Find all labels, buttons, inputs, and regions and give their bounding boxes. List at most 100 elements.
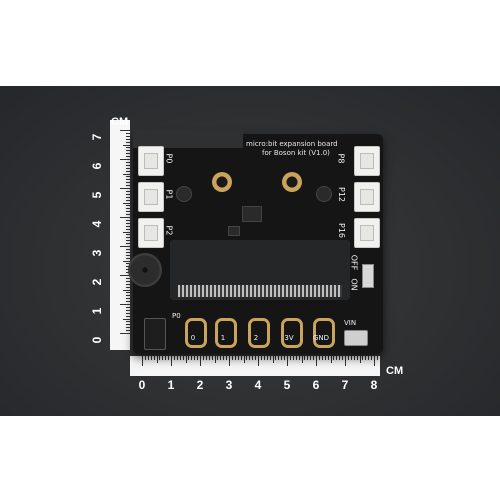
ruler-tick <box>126 225 130 227</box>
vertical-ruler-label: 4 <box>90 220 104 228</box>
ruler-tick <box>339 356 341 360</box>
ruler-tick <box>191 356 193 360</box>
ruler-tick <box>126 170 130 172</box>
ruler-tick <box>126 327 130 329</box>
ruler-tick <box>223 356 225 360</box>
ruler-tick <box>126 257 130 259</box>
ruler-tick <box>156 356 158 363</box>
ruler-tick <box>126 301 130 303</box>
ruler-tick <box>188 356 190 360</box>
ruler-tick <box>295 356 297 360</box>
ruler-tick <box>321 356 323 360</box>
ruler-tick <box>126 228 130 230</box>
horizontal-ruler-label: 3 <box>225 378 233 392</box>
vertical-ruler-label: 5 <box>90 191 104 199</box>
vertical-ruler-unit: CM <box>111 116 129 128</box>
ruler-tick <box>123 318 130 320</box>
ruler-tick <box>260 356 262 360</box>
ruler-tick <box>144 356 146 360</box>
ruler-tick <box>327 356 329 360</box>
ruler-tick <box>217 356 219 360</box>
ruler-tick <box>179 356 181 360</box>
vin-label: VIN <box>344 319 357 327</box>
horizontal-ruler-label: 8 <box>370 378 378 392</box>
ruler-tick <box>240 356 242 360</box>
pad-2 <box>248 318 270 348</box>
ruler-tick <box>376 356 378 360</box>
ruler-tick <box>263 356 265 360</box>
ruler-tick <box>205 356 207 360</box>
ruler-tick <box>126 321 130 323</box>
ruler-tick <box>126 277 130 279</box>
ruler-tick <box>126 234 130 236</box>
ruler-tick <box>120 333 130 334</box>
ruler-tick <box>379 356 381 360</box>
ruler-tick <box>359 356 361 363</box>
left-connector-p1 <box>138 182 164 212</box>
ruler-tick <box>123 289 130 291</box>
ruler-tick <box>126 237 130 239</box>
board-title-line1: micro:bit expansion board <box>246 140 338 148</box>
ruler-tick <box>266 356 268 360</box>
vertical-ruler <box>110 120 130 350</box>
ruler-tick <box>165 356 167 360</box>
jack-label: P0 <box>172 312 181 320</box>
ruler-tick <box>197 356 199 360</box>
ruler-tick <box>147 356 149 360</box>
ruler-tick <box>126 190 130 192</box>
ruler-tick <box>284 356 286 360</box>
switch-on-label: ON <box>349 278 359 291</box>
ruler-tick <box>126 182 130 184</box>
ruler-tick <box>168 356 170 360</box>
ruler-tick <box>342 356 344 360</box>
horizontal-ruler <box>130 356 381 376</box>
horizontal-ruler-label: 4 <box>254 378 262 392</box>
ruler-tick <box>120 217 130 218</box>
ruler-tick <box>272 356 274 363</box>
component <box>228 226 240 236</box>
ruler-tick <box>126 309 130 311</box>
ruler-tick <box>126 153 130 155</box>
ruler-tick <box>371 356 373 360</box>
vertical-ruler-label: 0 <box>90 336 104 344</box>
pad-gnd <box>313 318 335 348</box>
ruler-tick <box>214 356 216 363</box>
ruler-tick <box>126 193 130 195</box>
vertical-ruler-label: 3 <box>90 249 104 257</box>
ruler-tick <box>126 222 130 224</box>
ruler-tick <box>200 356 201 366</box>
ruler-tick <box>120 159 130 160</box>
ruler-tick <box>249 356 251 360</box>
ruler-tick <box>185 356 187 363</box>
ruler-tick <box>126 219 130 221</box>
ruler-tick <box>345 356 346 366</box>
ruler-tick <box>126 243 130 245</box>
ruler-tick <box>173 356 175 360</box>
ruler-tick <box>126 330 130 332</box>
ruler-tick <box>226 356 228 360</box>
ruler-tick <box>150 356 152 360</box>
ruler-tick <box>126 161 130 163</box>
ruler-tick <box>142 356 143 366</box>
ruler-tick <box>120 246 130 247</box>
ruler-tick <box>324 356 326 360</box>
ruler-tick <box>126 135 130 137</box>
ruler-tick <box>126 324 130 326</box>
ruler-tick <box>120 275 130 276</box>
horizontal-ruler-label: 6 <box>312 378 320 392</box>
ruler-tick <box>182 356 184 360</box>
vertical-ruler-label: 2 <box>90 278 104 286</box>
ruler-tick <box>194 356 196 360</box>
ruler-tick <box>126 211 130 213</box>
horizontal-ruler-label: 5 <box>283 378 291 392</box>
pad-1 <box>215 318 237 348</box>
ruler-tick <box>237 356 239 360</box>
ruler-tick <box>126 156 130 158</box>
ruler-tick <box>336 356 338 360</box>
pad-label: 2 <box>253 334 259 342</box>
ruler-tick <box>126 214 130 216</box>
ruler-tick <box>289 356 291 360</box>
ruler-tick <box>304 356 306 360</box>
ruler-tick <box>126 179 130 181</box>
ruler-tick <box>123 173 130 175</box>
